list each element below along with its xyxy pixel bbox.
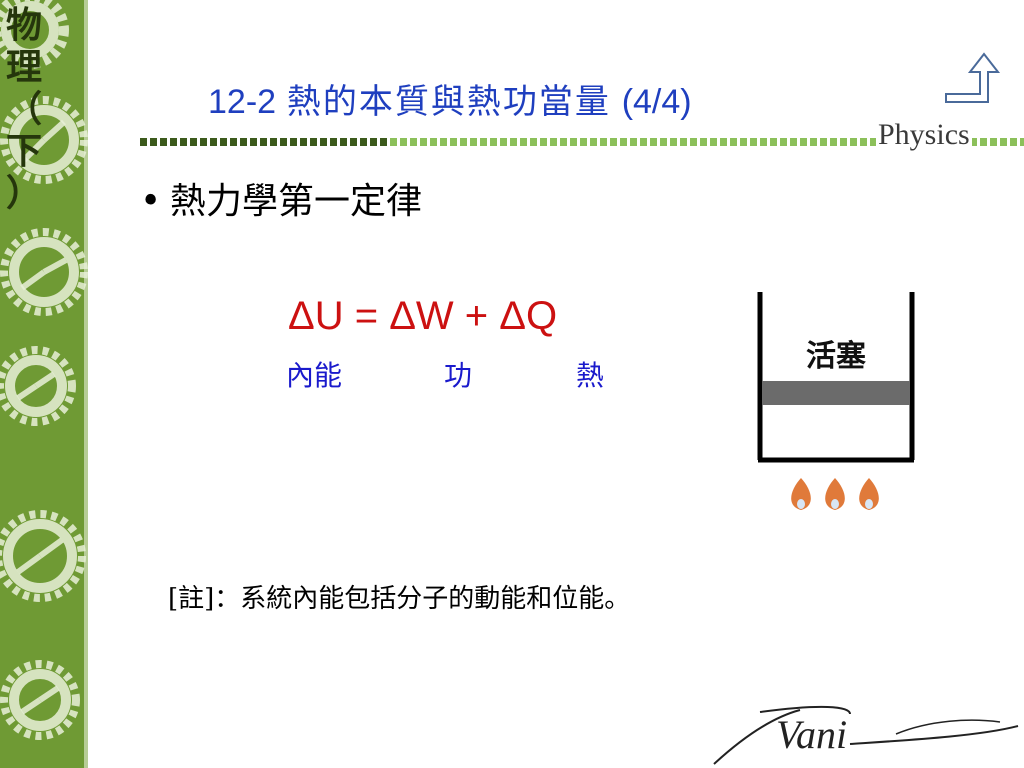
flame-icon: [859, 478, 879, 510]
sidebar-label-char: 下: [5, 130, 42, 172]
sidebar-vertical-label: 物 理 （ 下 ）: [2, 4, 46, 214]
sidebar-label-char: ）: [5, 172, 42, 214]
cylinder: [757, 292, 915, 463]
bullet-text: 熱力學第一定律: [170, 181, 423, 222]
formula: ΔU = ΔW + ΔQ: [288, 294, 558, 338]
sidebar-label-char: （: [5, 88, 42, 130]
formula-label-work: 功: [444, 359, 473, 392]
page-indicator: (4/4): [621, 83, 692, 121]
formula-label-heat: 熱: [576, 359, 605, 392]
sidebar: 物 理 （ 下 ）: [0, 0, 88, 768]
flame-icon: [825, 478, 845, 510]
bullet-symbol: •: [140, 181, 162, 222]
flame-icon: [791, 478, 811, 510]
gears-decoration: [0, 0, 88, 768]
section-number: 12-2: [208, 83, 277, 121]
note-text: ：系統內能包括分子的動能和位能。: [214, 584, 631, 614]
bullet-item: •熱力學第一定律: [140, 172, 422, 224]
piston-label: 活塞: [806, 339, 866, 374]
brand-label: Physics: [876, 118, 972, 152]
note: [註]：系統內能包括分子的動能和位能。: [168, 578, 630, 615]
return-arrow-icon[interactable]: [940, 50, 1004, 112]
signature-text: Vani: [776, 712, 847, 757]
piston: [762, 381, 910, 405]
section-title: 熱的本質與熱功當量: [286, 82, 611, 122]
sidebar-label-char: 物: [5, 4, 42, 46]
formula-label-internal-energy: 內能: [286, 359, 343, 392]
sidebar-label-char: 理: [5, 46, 42, 88]
page-title: 12-2 熱的本質與熱功當量 (4/4): [208, 74, 692, 123]
note-tag: [註]: [168, 584, 215, 614]
piston-diagram: 活塞: [757, 292, 915, 510]
signature-logo: Vani: [713, 705, 1019, 765]
header-divider: [140, 138, 1024, 146]
